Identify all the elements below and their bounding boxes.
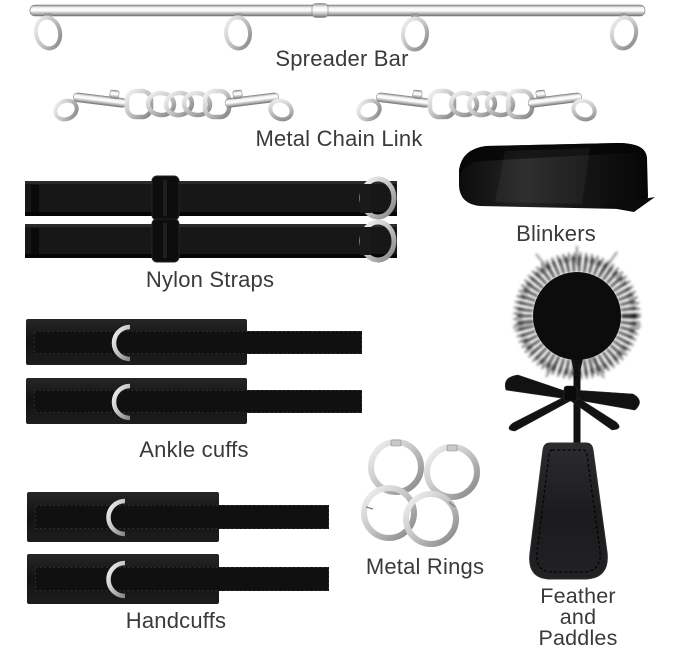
spreader-bar <box>29 3 646 52</box>
metal-rings <box>361 439 480 547</box>
spreader-bar-ring <box>33 13 63 51</box>
spreader-bar-ring <box>400 13 430 52</box>
label-handcuffs: Handcuffs <box>125 608 227 633</box>
nylon-strap <box>25 218 397 263</box>
label-blinkers: Blinkers <box>516 221 596 246</box>
blinkers <box>459 143 655 212</box>
metal-ring <box>403 491 459 547</box>
metal-ring <box>368 439 424 495</box>
feather-tickler <box>504 246 642 580</box>
label-feather-line2: and Paddles <box>538 605 618 650</box>
label-nylon-straps: Nylon Straps <box>145 267 275 292</box>
handcuff <box>27 554 329 604</box>
handcuff <box>27 492 329 542</box>
product-artwork <box>0 3 655 630</box>
label-feather-and-paddles: Feather and Paddles <box>527 584 629 650</box>
metal-ring <box>361 485 417 541</box>
ankle-cuff <box>26 319 362 365</box>
handcuffs <box>27 492 329 604</box>
spreader-bar-ring <box>609 13 639 51</box>
label-metal-rings: Metal Rings <box>365 554 485 579</box>
feather-pom <box>512 246 642 380</box>
label-ankle-cuffs: Ankle cuffs <box>139 437 249 462</box>
spreader-bar-ring <box>223 13 253 51</box>
metal-chain-link-right <box>355 85 598 122</box>
ankle-cuffs <box>26 319 362 424</box>
metal-chain-link-left <box>52 85 295 122</box>
product-collage: Spreader Bar Metal Chain Link Nylon Stra… <box>0 3 655 649</box>
ankle-cuff <box>26 378 362 424</box>
label-spreader-bar: Spreader Bar <box>275 46 409 71</box>
ribbon-bow <box>504 374 640 432</box>
label-metal-chain-link: Metal Chain Link <box>255 126 423 151</box>
nylon-straps <box>25 175 397 263</box>
paddle <box>529 442 608 580</box>
label-feather-line1: Feather <box>540 584 616 608</box>
metal-ring <box>424 444 480 500</box>
nylon-strap <box>25 175 397 221</box>
